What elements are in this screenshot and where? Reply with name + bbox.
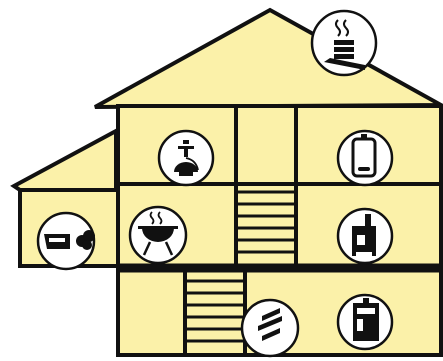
stairs-upper	[238, 190, 294, 254]
fireplace-icon	[240, 298, 300, 358]
wood-stove-icon	[336, 207, 394, 265]
hookah-icon	[157, 129, 215, 187]
main-roof	[94, 7, 443, 109]
charcoal-grill-icon	[128, 205, 188, 265]
car-exhaust-icon	[36, 211, 96, 271]
stairs-lower	[187, 279, 243, 343]
chimney-with-smoke-icon	[310, 9, 378, 77]
furnace-icon	[336, 293, 394, 351]
garage-roof	[10, 127, 118, 192]
floor-slab	[117, 263, 442, 273]
gas-water-heater-icon	[336, 129, 394, 187]
